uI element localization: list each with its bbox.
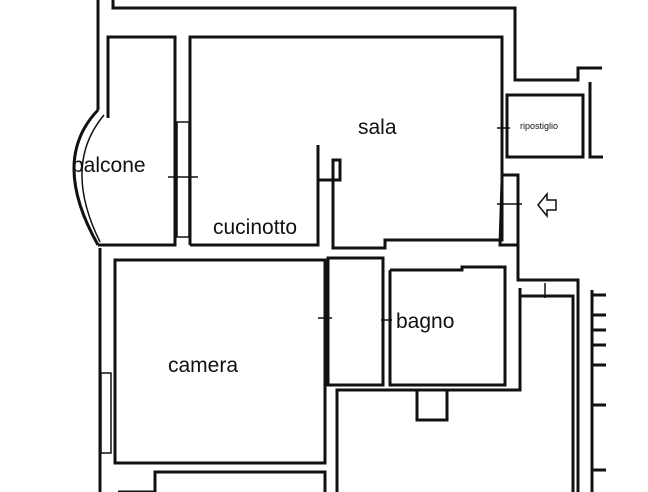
right-wall	[588, 82, 603, 159]
balcony-arc	[72, 108, 100, 246]
bagno-niche	[415, 390, 449, 422]
camera-room	[113, 258, 327, 465]
corridor	[326, 256, 385, 387]
ripostiglio-room	[505, 93, 585, 159]
room-label-sala: sala	[358, 116, 397, 139]
balcony-arc-inner	[81, 114, 105, 243]
room-label-cucinotto: cucinotto	[213, 216, 298, 239]
lower-hall	[335, 288, 522, 492]
bagno-room	[388, 265, 507, 387]
stair-wall	[520, 294, 575, 492]
room-label-balcone: balcone	[72, 154, 146, 177]
entrance-wall	[502, 173, 580, 492]
balcone-room	[98, 35, 177, 247]
lower-room-edge	[118, 470, 327, 492]
entrance-jamb	[498, 181, 518, 247]
balcone-window	[176, 121, 190, 238]
arrow-left-icon	[537, 191, 557, 219]
camera-window	[100, 372, 112, 454]
room-label-bagno: bagno	[396, 310, 455, 333]
stair-steps	[590, 290, 606, 492]
room-label-ripostiglio: ripostiglio	[520, 121, 559, 131]
room-label-camera: camera	[168, 354, 239, 377]
outer-wall-top-inner	[111, 0, 602, 82]
sala-wall	[188, 35, 504, 250]
